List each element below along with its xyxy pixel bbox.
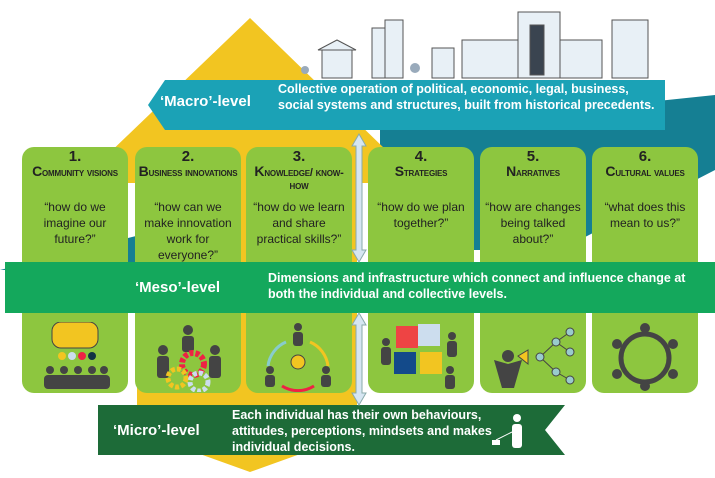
dimension-card-community-visions: 1. Community visions “how do we imagine … <box>22 147 128 393</box>
meso-level-description: Dimensions and infrastructure which conn… <box>268 271 686 301</box>
micro-level-label: ‘Micro’-level <box>113 422 200 439</box>
lightbulb-people-icon <box>265 323 331 392</box>
card-question: “how do we imagine our future?” <box>43 200 107 246</box>
macro-level-label: ‘Macro’-level <box>160 93 251 110</box>
card-title: Knowledge/ know-how <box>254 163 344 193</box>
micro-banner <box>98 405 565 455</box>
macro-banner <box>148 80 665 130</box>
card-question: “what does this mean to us?” <box>604 200 686 230</box>
micro-level-description: Each individual has their own behaviours… <box>232 408 492 454</box>
card-title: Business innovations <box>138 163 238 180</box>
card-question: “how are changes being talked about?” <box>485 200 581 246</box>
card-number: 6. <box>638 148 652 165</box>
card-title: Strategies <box>394 163 448 180</box>
card-number: 3. <box>292 148 306 165</box>
city-buildings-icon <box>301 11 649 79</box>
card-question: “how can we make innovation work for eve… <box>144 200 232 262</box>
megaphone-network-icon <box>494 327 575 388</box>
people-gears-icon <box>157 325 221 392</box>
speech-bubble-crowd-icon <box>44 322 110 389</box>
meso-level-label: ‘Meso’-level <box>135 279 221 296</box>
puzzle-people-icon <box>381 324 457 389</box>
card-number: 4. <box>414 148 428 165</box>
card-number: 5. <box>526 148 540 165</box>
card-title: Cultural values <box>605 163 685 180</box>
card-number: 2. <box>181 148 195 165</box>
dimension-card-business-innovations: 2. Business innovations “how can we make… <box>135 147 241 393</box>
card-title: Community visions <box>32 163 118 180</box>
macro-level-description: Collective operation of political, econo… <box>278 82 655 112</box>
card-title: Narratives <box>506 163 560 180</box>
people-circle-icon <box>612 323 678 391</box>
card-question: “how do we plan together?” <box>377 200 465 230</box>
card-question: “how do we learn and share practical ski… <box>253 200 345 246</box>
card-number: 1. <box>68 148 82 165</box>
